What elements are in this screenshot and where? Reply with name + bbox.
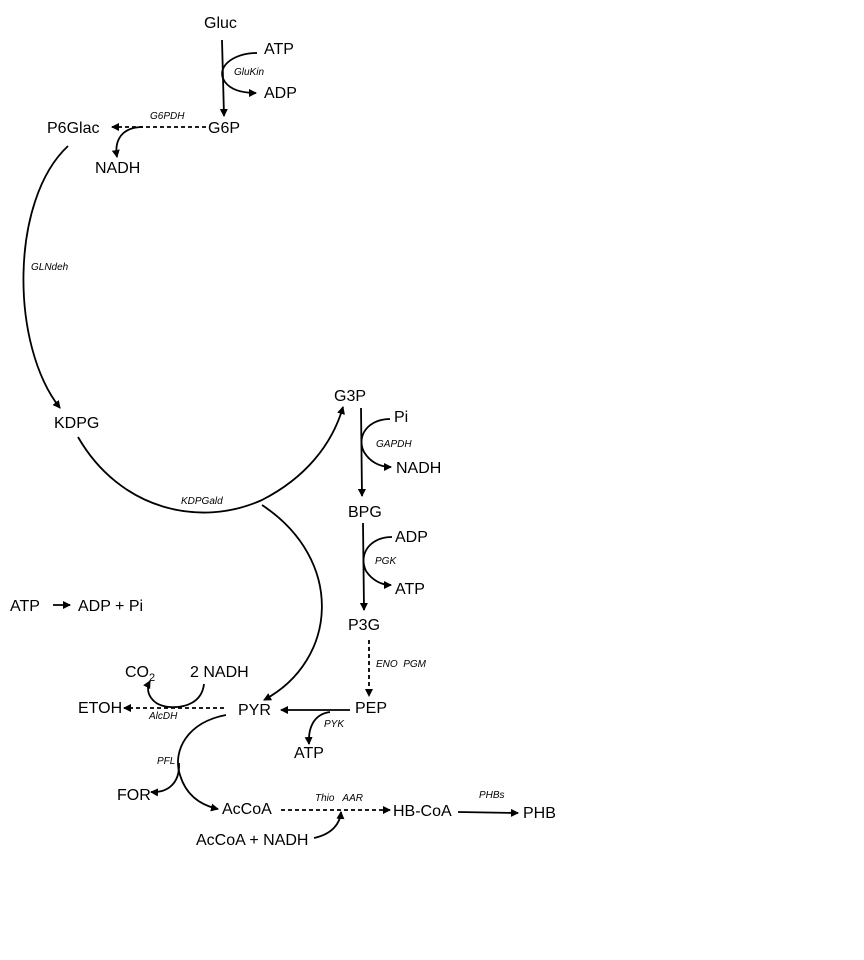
arrow-pfl-for <box>150 762 180 797</box>
atp-hydrolysis-right: ADP + Pi <box>78 598 143 615</box>
arrow-hbcoa-to-phb <box>457 808 519 817</box>
enzyme-pfl: PFL <box>157 756 175 767</box>
arrow-nadh-co2-alcdh <box>143 680 205 708</box>
co2-subscript: 2 <box>149 672 155 684</box>
metabolite-accoa-nadh: AcCoA + NADH <box>196 832 308 849</box>
metabolite-pyr: PYR <box>238 702 271 719</box>
metabolite-pi: Pi <box>394 409 408 426</box>
metabolite-nadh-1: NADH <box>95 160 140 177</box>
arrow-accoa-nadh-join <box>313 811 345 839</box>
metabolite-adp-1: ADP <box>264 85 297 102</box>
metabolite-atp-2: ATP <box>395 581 425 598</box>
enzyme-kdpgald: KDPGald <box>181 496 223 507</box>
metabolite-kdpg: KDPG <box>54 415 99 432</box>
enzyme-pyk: PYK <box>324 719 345 730</box>
arrow-pyk-atp <box>304 711 331 745</box>
metabolite-etoh: ETOH <box>78 700 122 717</box>
metabolite-accoa: AcCoA <box>222 801 272 818</box>
arrow-adp-atp-pgk <box>362 536 393 589</box>
arrow-p6glac-to-kdpg <box>22 145 69 409</box>
metabolite-phb: PHB <box>523 805 556 822</box>
enzyme-glukin: GluKin <box>234 67 264 78</box>
enzyme-eno-pgm: ENO PGM <box>376 659 427 670</box>
metabolite-p3g: P3G <box>348 617 380 634</box>
arrow-pyr-to-accoa <box>177 714 227 812</box>
arrow-g6pdh-nadh <box>111 126 144 158</box>
metabolite-adp-2: ADP <box>395 529 428 546</box>
enzyme-thio-aar: Thio AAR <box>315 793 363 804</box>
enzyme-g6pdh: G6PDH <box>150 111 185 122</box>
metabolite-bpg: BPG <box>348 504 382 521</box>
enzyme-alcdh: AlcDH <box>148 711 178 722</box>
metabolite-g3p: G3P <box>334 388 366 405</box>
metabolite-p6glac: P6Glac <box>47 120 99 137</box>
arrow-pi-nadh-gapdh <box>360 418 392 471</box>
enzyme-pgk: PGK <box>375 556 397 567</box>
metabolite-hbcoa: HB-CoA <box>393 803 452 820</box>
metabolite-pep: PEP <box>355 700 387 717</box>
metabolite-atp-1: ATP <box>264 41 294 58</box>
enzyme-phbs: PHBs <box>479 790 505 801</box>
arrow-atp-adp-glukin <box>221 52 258 97</box>
metabolite-nadh-2: NADH <box>396 460 441 477</box>
enzyme-gapdh: GAPDH <box>376 439 412 450</box>
metabolite-g6p: G6P <box>208 120 240 137</box>
metabolite-nadh-3: 2 NADH <box>190 664 249 681</box>
arrow-g3p-to-bpg <box>357 407 366 497</box>
metabolite-gluc: Gluc <box>204 15 237 32</box>
metabolite-co2: CO2 <box>125 664 155 684</box>
arrow-kdpg-to-g3p <box>77 406 345 514</box>
metabolite-for: FOR <box>117 787 151 804</box>
arrow-kdpgald-to-pyr <box>261 504 323 701</box>
enzyme-glndeh: GLNdeh <box>31 262 69 273</box>
atp-hydrolysis-left: ATP <box>10 598 40 615</box>
metabolite-atp-3: ATP <box>294 745 324 762</box>
co2-base: CO <box>125 664 149 681</box>
